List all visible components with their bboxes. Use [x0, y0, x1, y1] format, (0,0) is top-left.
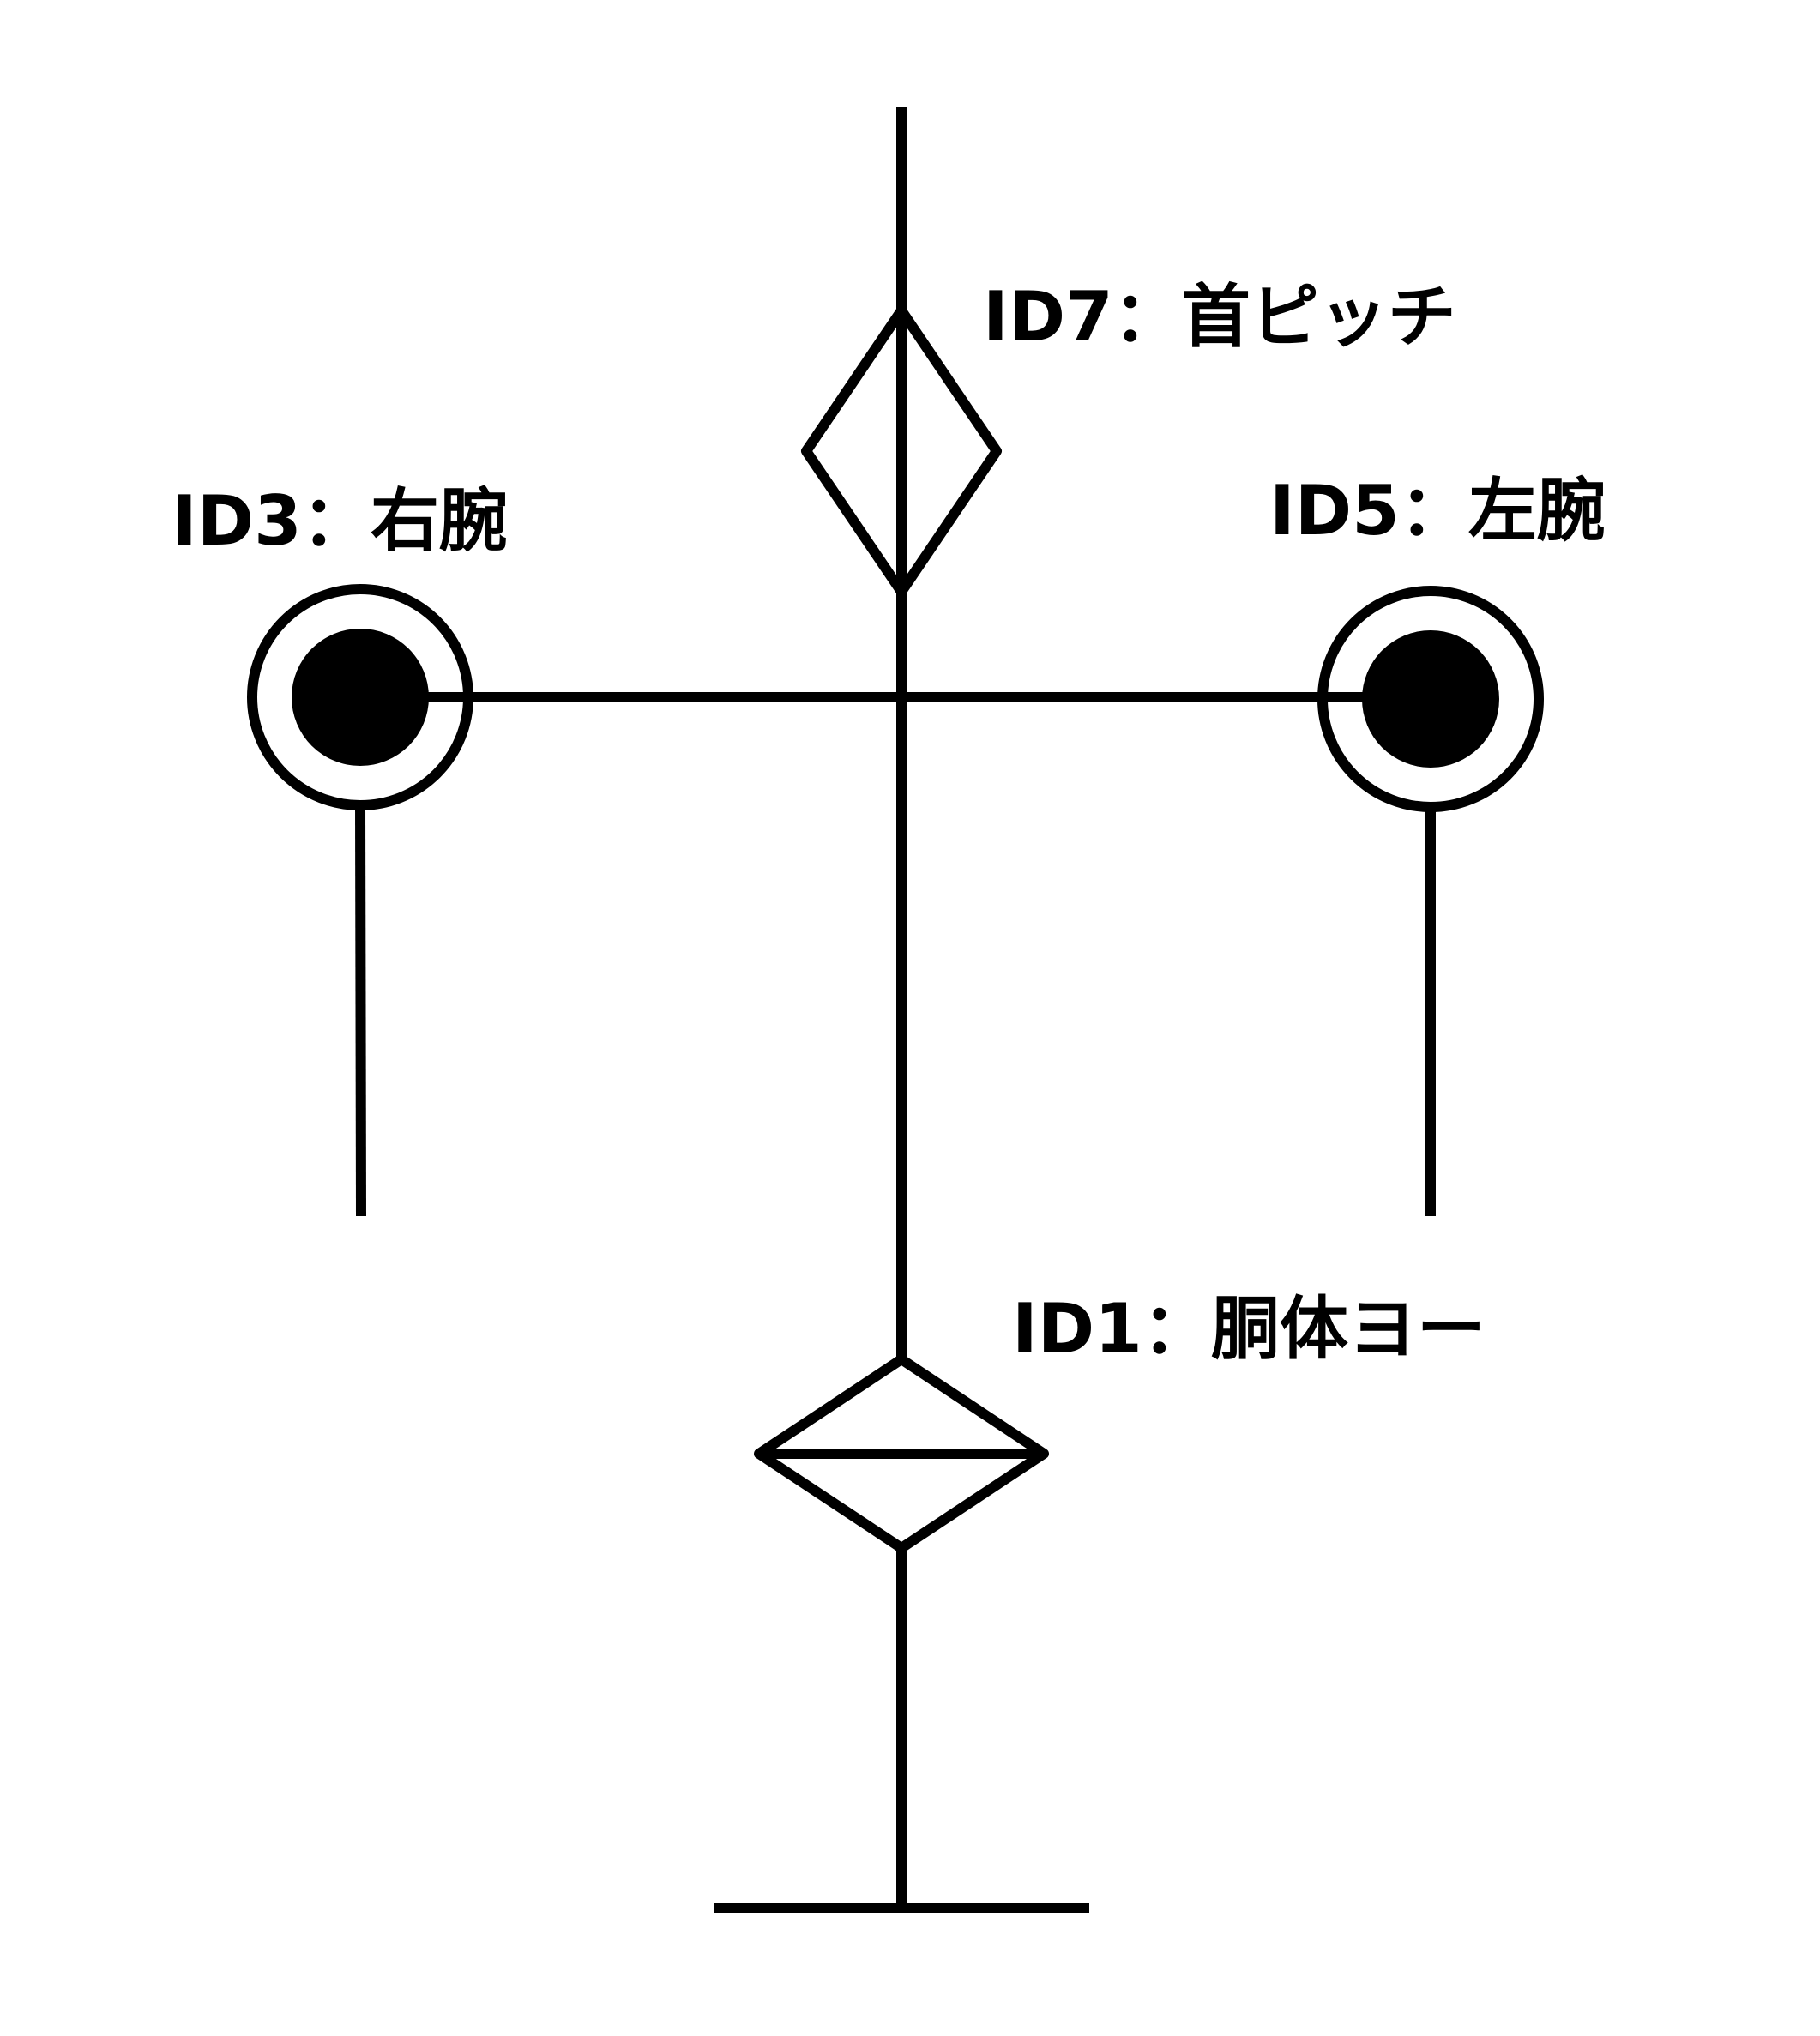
- right-arm-link-line: [355, 804, 366, 1217]
- torso-yaw-label: ID1：胴体ヨー: [1012, 1289, 1486, 1369]
- neck-pitch-label: ID7：首ピッチ: [983, 277, 1456, 357]
- left-arm-joint-core: [1362, 630, 1499, 768]
- torso-yaw-joint-symbol: [754, 1354, 1049, 1553]
- neck-pitch-joint-symbol: [801, 305, 1002, 597]
- left-arm-label: ID5：左腕: [1269, 471, 1606, 551]
- right-arm-joint-core: [292, 629, 429, 766]
- right-arm-label: ID3：右腕: [172, 481, 508, 561]
